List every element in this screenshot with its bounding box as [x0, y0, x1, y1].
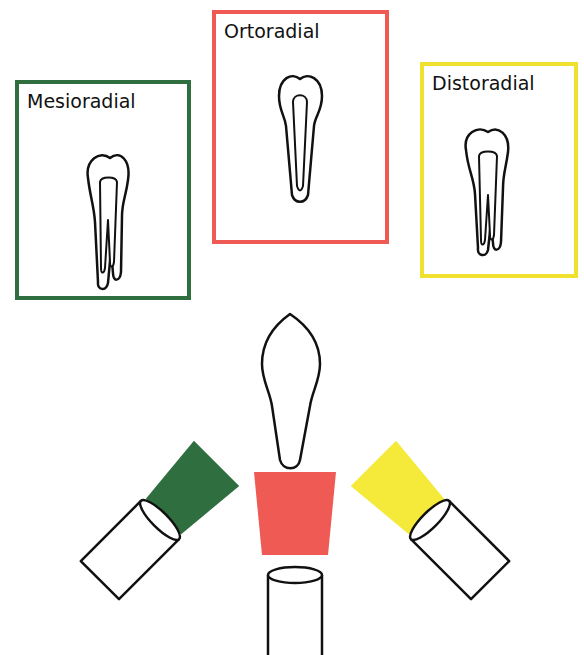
view-box: Mesioradial [15, 80, 191, 300]
tooth-mesioradial-view [88, 155, 129, 289]
xray-cone-right [405, 495, 509, 599]
view-label: Ortoradial [216, 14, 328, 42]
view-label: Distoradial [424, 66, 543, 94]
xray-cone-center [268, 567, 322, 655]
view-box: Distoradial [420, 62, 578, 278]
tooth-ortoradial-view [279, 76, 322, 202]
xray-cone-left [81, 495, 185, 599]
view-box: Ortoradial [212, 10, 389, 244]
ortoradial-beam [254, 472, 336, 555]
tooth-distoradial-view [466, 129, 509, 255]
view-label: Mesioradial [19, 84, 144, 112]
tooth-large [262, 314, 320, 468]
